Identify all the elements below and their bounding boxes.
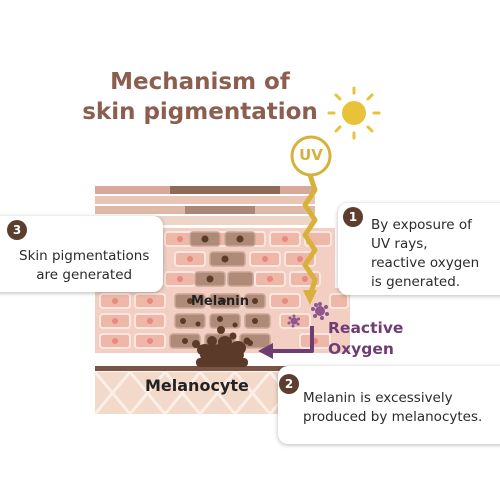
melanocyte-cell (192, 326, 251, 367)
uv-badge (290, 135, 332, 177)
step-1-line-4: is generated. (371, 274, 461, 290)
sun-icon (327, 86, 381, 140)
step-1-line-3: reactive oxygen (371, 255, 480, 271)
title-line-1: Mechanism of (110, 69, 290, 95)
step-card-2 (278, 366, 500, 444)
step-card-3 (0, 216, 163, 292)
step-1-line-1: By exposure of (371, 217, 472, 233)
step-text-2: Melanin is excessively produced by melan… (303, 389, 482, 427)
step-text-3: Skin pigmentations are generated (19, 247, 149, 285)
step-text-1: By exposure of UV rays, reactive oxygen … (371, 216, 479, 292)
step-number-2: 2 (279, 374, 299, 394)
reactive-label-line-1: Reactive (328, 319, 404, 337)
step-2-line-1: Melanin is excessively (303, 390, 453, 406)
melanin-label: Melanin (191, 294, 249, 309)
title-line-2: skin pigmentation (82, 99, 318, 125)
skin-surface-layer (95, 186, 315, 225)
uv-label: UV (299, 146, 323, 164)
step-3-line-2: are generated (36, 267, 133, 283)
reactive-label-line-2: Oxygen (328, 340, 394, 358)
melanocyte-label: Melanocyte (145, 376, 249, 395)
melanocyte-layer (93, 366, 315, 415)
step-number-3: 3 (7, 220, 27, 240)
step-2-line-2: produced by melanocytes. (303, 409, 483, 425)
reactive-oxygen-particles (287, 302, 329, 328)
uv-ray-head (303, 290, 317, 305)
reactive-oxygen-label: Reactive Oxygen (328, 318, 403, 360)
reactive-arrow-head (258, 343, 273, 359)
uv-ray (302, 172, 318, 299)
step-number-1: 1 (343, 207, 363, 227)
reactive-arrow (272, 326, 314, 353)
step-card-1 (338, 203, 500, 295)
diagram-title: Mechanism of skin pigmentation (0, 67, 400, 127)
step-1-line-2: UV rays, (371, 236, 428, 252)
step-3-line-1: Skin pigmentations (19, 248, 150, 264)
